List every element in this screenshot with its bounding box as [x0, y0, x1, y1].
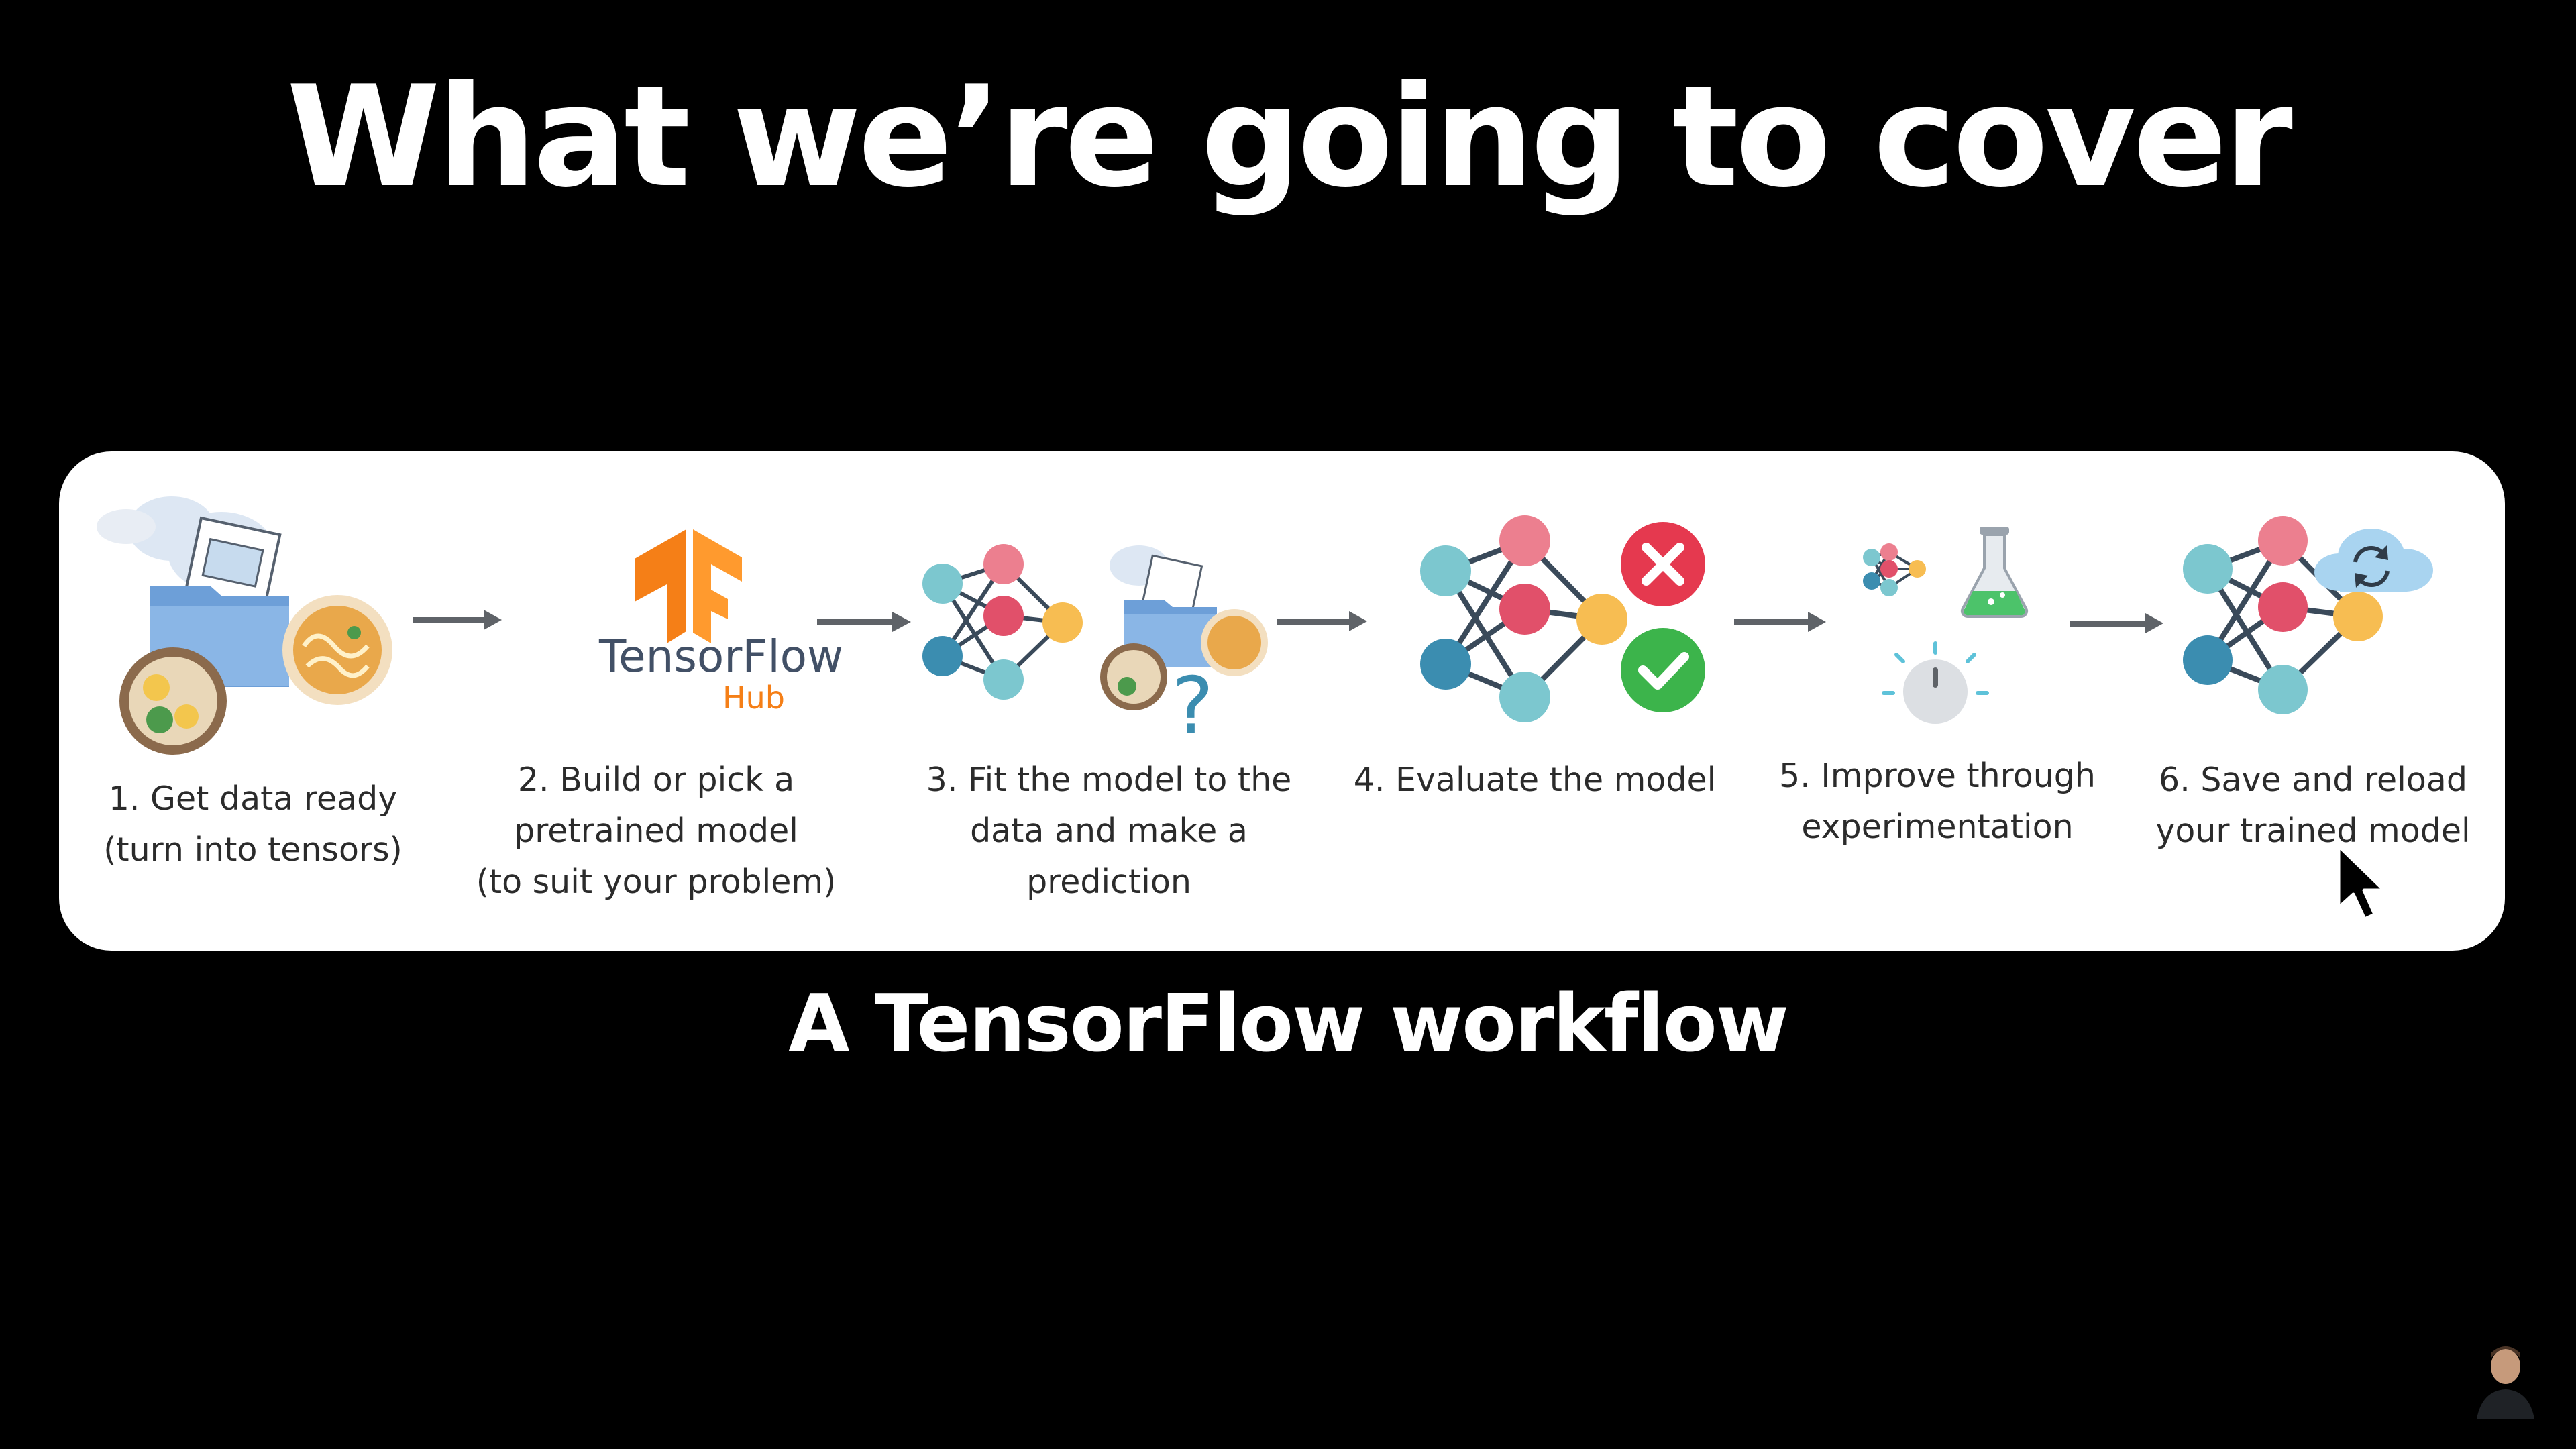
arrow-icon — [1277, 611, 1367, 631]
tensorflow-wordmark: TensorFlow — [598, 631, 843, 682]
step-label-save-reload: 6. Save and reload your trained model — [2155, 761, 2471, 850]
step-label-evaluate-model: 4. Evaluate the model — [1353, 761, 1717, 799]
question-mark-icon: ? — [1172, 659, 1214, 752]
step-label-fit-model: 3. Fit the model to the data and make a … — [926, 761, 1292, 901]
data-folder-food-icon — [97, 496, 392, 755]
check-icon — [1621, 628, 1705, 712]
step-label-get-data: 1. Get data ready (turn into tensors) — [103, 780, 402, 869]
arrow-icon — [413, 610, 502, 630]
save-reload-network-icon — [2183, 516, 2433, 714]
experiment-flask-timer-icon — [1863, 527, 2029, 724]
step-label-build-model: 2. Build or pick a pretrained model (to … — [476, 761, 837, 901]
step-label-improve: 5. Improve through experimentation — [1779, 757, 2096, 846]
neural-network-question-icon: ? — [922, 544, 1268, 752]
evaluate-network-icon — [1420, 515, 1705, 722]
presenter-webcam-thumbnail — [2477, 1346, 2534, 1419]
arrow-icon — [2070, 613, 2163, 633]
workflow-arrows — [413, 610, 2163, 633]
cloud-reload-icon — [2314, 529, 2433, 592]
arrow-icon — [817, 612, 911, 632]
tensorflow-hub-logo: TensorFlow Hub — [598, 529, 843, 716]
workflow-diagram: TensorFlow Hub ? — [97, 496, 2433, 921]
slide-subtitle: A TensorFlow workflow — [788, 977, 1789, 1069]
workflow-panel: TensorFlow Hub ? — [59, 451, 2505, 951]
slide-title: What we’re going to cover — [286, 56, 2293, 219]
mouse-cursor-icon — [2337, 844, 2386, 921]
arrow-icon — [1734, 612, 1826, 632]
hub-wordmark: Hub — [722, 680, 785, 716]
